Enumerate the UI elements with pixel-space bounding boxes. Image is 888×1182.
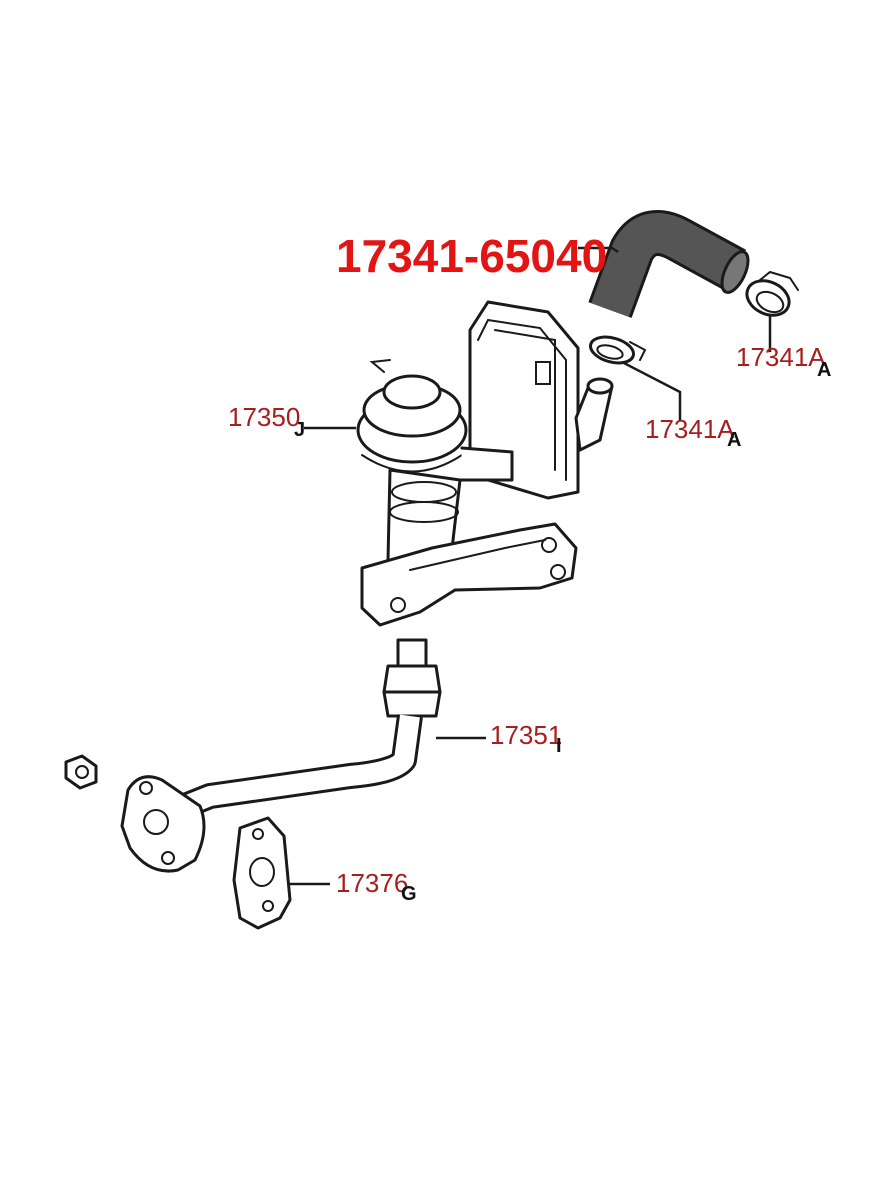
main-part-number: 17341-65040 [336, 230, 607, 282]
label-pipe-suffix: I [556, 735, 562, 757]
label-clamp-upper: 17341A [736, 342, 826, 372]
label-clamp-upper-suffix: A [817, 359, 831, 381]
hose-clamp-lower [589, 335, 682, 420]
pipe-flange [120, 775, 206, 873]
air-switching-valve [304, 300, 614, 627]
flange-nut [64, 754, 98, 790]
label-clamp-lower-suffix: A [727, 429, 741, 451]
air-hose [588, 210, 750, 318]
label-clamp-lower: 17341A [645, 414, 735, 444]
label-gasket: 17376 [336, 868, 408, 898]
air-injection-pipe [175, 638, 486, 821]
main-part-leader [578, 246, 619, 254]
hose-clamp-upper [745, 270, 799, 352]
label-valve-suffix: J [294, 419, 305, 441]
flange-gasket [232, 816, 330, 930]
label-valve: 17350 [228, 402, 300, 432]
label-gasket-suffix: G [401, 883, 417, 905]
label-pipe: 17351 [490, 720, 562, 750]
